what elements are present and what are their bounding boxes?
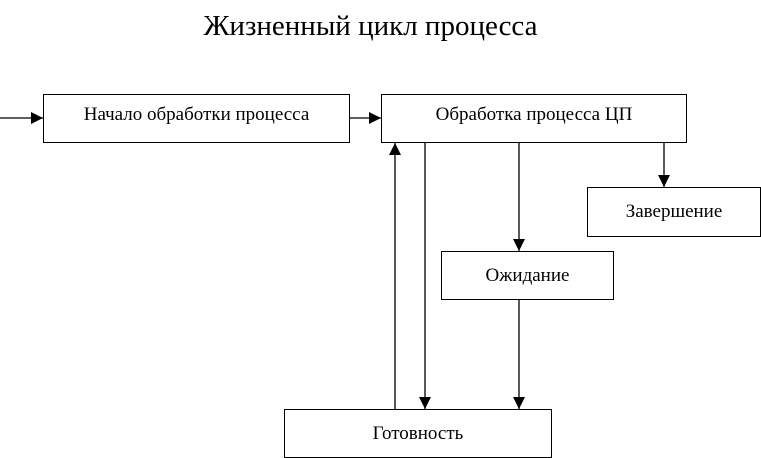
node-ready: Готовность: [284, 409, 552, 458]
node-ready-label: Готовность: [372, 422, 464, 444]
node-start-label: Начало обработки процесса: [83, 103, 310, 125]
node-wait: Ожидание: [441, 251, 614, 300]
node-wait-label: Ожидание: [485, 264, 570, 286]
node-finish: Завершение: [587, 187, 761, 237]
node-start-processing: Начало обработки процесса: [43, 94, 350, 143]
node-cpu-processing: Обработка процесса ЦП: [381, 94, 687, 143]
node-finish-label: Завершение: [625, 201, 723, 222]
diagram-title: Жизненный цикл процесса: [203, 10, 538, 42]
node-cpu-label: Обработка процесса ЦП: [435, 103, 633, 125]
